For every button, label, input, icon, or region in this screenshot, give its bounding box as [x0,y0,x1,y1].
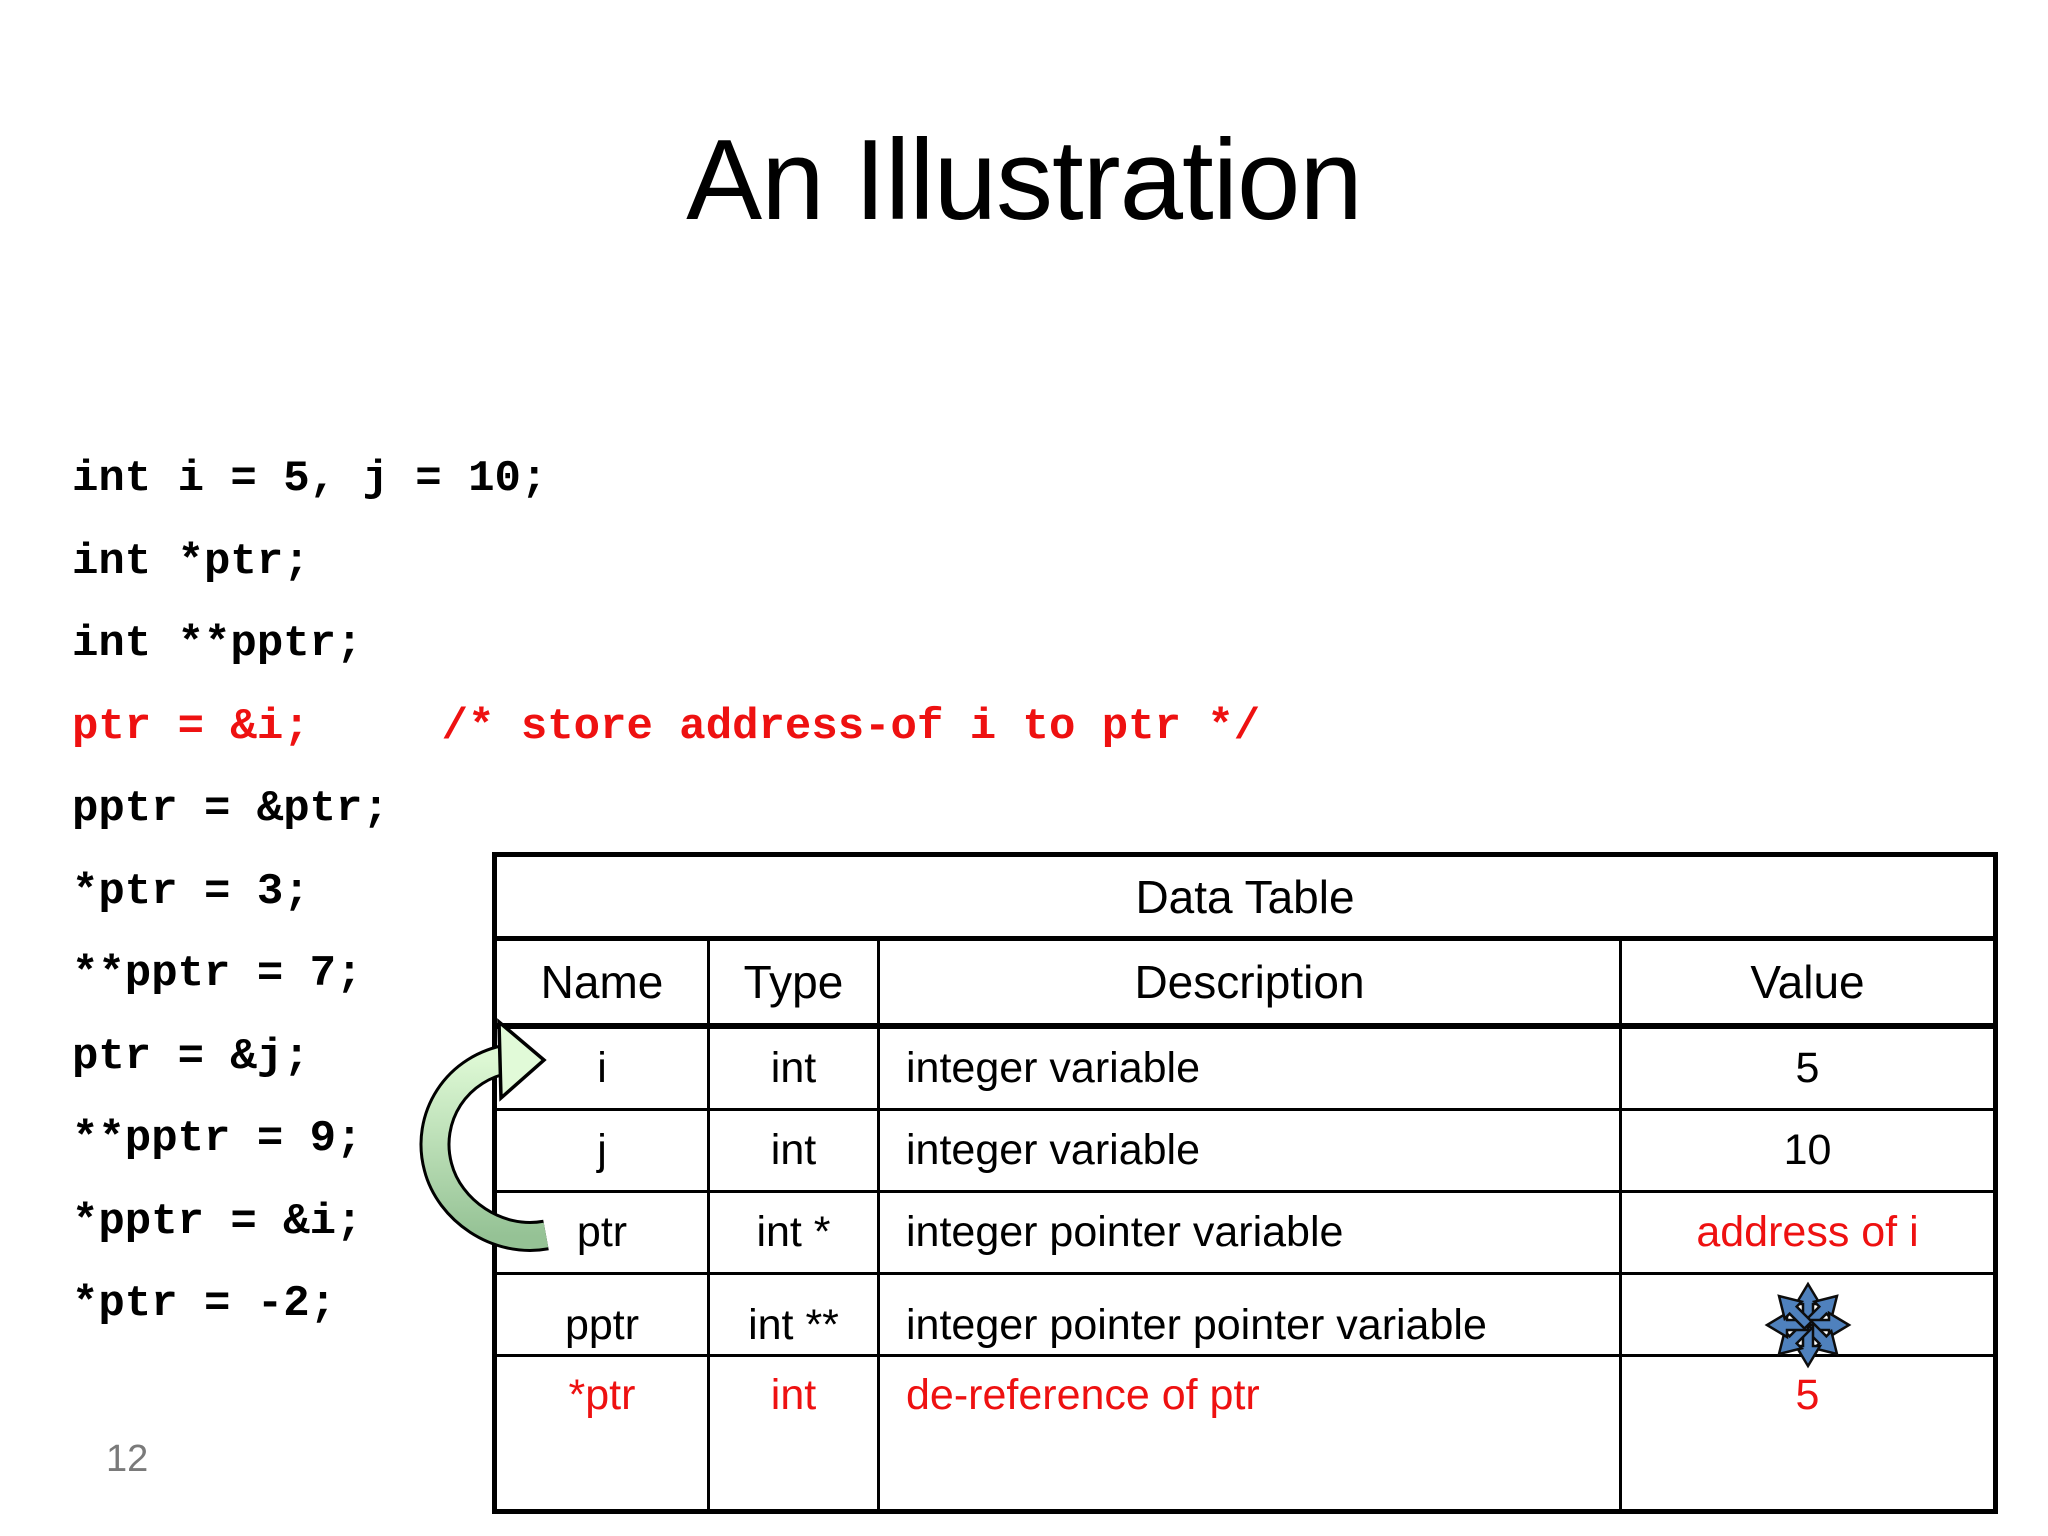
code-line: ptr = &i; /* store address-of i to ptr *… [72,701,1261,752]
column-header-value: Value [1750,956,1865,1008]
code-line: int *ptr; [72,536,310,587]
cell-value: 5 [1795,1044,1820,1092]
cell-name: *ptr [497,1357,710,1509]
cell-type: int [710,1029,880,1108]
cell-description: integer variable [880,1111,1622,1190]
code-line: pptr = &ptr; [72,784,389,834]
cell-value: 5 [1795,1371,1820,1419]
page-title: An Illustration [686,117,1363,244]
code-line: **pptr = 7; [72,949,363,999]
multi-directional-arrows-icon [1764,1281,1851,1369]
data-table-header-row: Name Type Description Value [497,941,1993,1029]
column-header-name: Name [497,941,710,1023]
curved-arrow-icon [419,1018,549,1252]
code-block: int i = 5, j = 10; int *ptr; int **pptr; pt… [72,438,1260,1346]
table-row: ptr int * integer pointer variable addre… [497,1193,1993,1275]
cell-value: address of i [1696,1208,1919,1256]
code-line: int i = 5, j = 10; [72,454,548,504]
data-table: Data Table Name Type Description Value i… [492,852,1998,1514]
code-line: *pptr = &i; [72,1196,363,1247]
cell-description: integer pointer variable [880,1193,1622,1272]
code-line: *ptr = 3; [72,866,310,917]
cell-name: pptr [497,1275,710,1375]
cell-name: i [497,1029,710,1108]
table-row: *ptr int de-reference of ptr 5 [497,1357,1993,1509]
cell-description: integer pointer pointer variable [880,1275,1622,1375]
code-line: **pptr = 9; [72,1114,363,1164]
table-row: pptr int ** integer pointer pointer vari… [497,1275,1993,1375]
cell-type: int [710,1111,880,1190]
column-header-description: Description [880,941,1622,1023]
code-line: *ptr = -2; [72,1279,337,1329]
code-line: ptr = &j; [72,1031,310,1082]
code-line: int **pptr; [72,619,363,669]
cell-name: ptr [497,1193,710,1272]
cell-description: de-reference of ptr [880,1357,1622,1509]
column-header-type: Type [710,941,880,1023]
cell-type: int ** [710,1275,880,1375]
table-row: i int integer variable 5 [497,1029,1993,1111]
data-table-title: Data Table [497,857,1993,941]
cell-value [1622,1275,1993,1375]
cell-description: integer variable [880,1029,1622,1108]
page-number: 12 [106,1438,149,1480]
cell-name: j [497,1111,710,1190]
cell-value: 10 [1783,1126,1832,1174]
table-row: j int integer variable 10 [497,1111,1993,1193]
cell-type: int [710,1357,880,1509]
cell-type: int * [710,1193,880,1272]
